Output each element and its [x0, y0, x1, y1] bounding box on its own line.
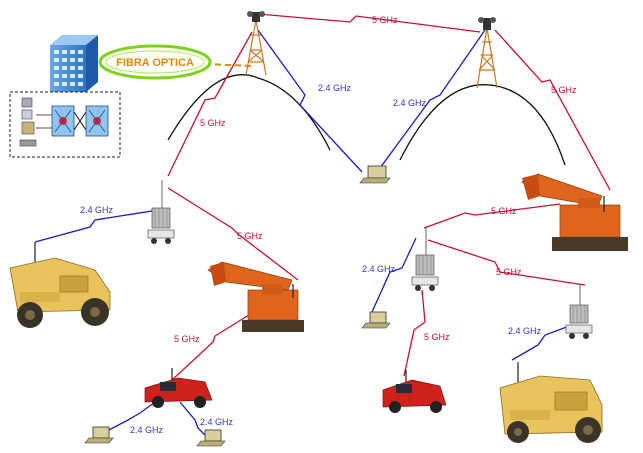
label-tower1-trailer: 5 GHz	[200, 118, 226, 128]
link-trailer-center-laptop	[371, 237, 417, 313]
antenna-trailer-center	[411, 228, 439, 291]
link-trailer-center-pickup	[403, 289, 426, 377]
links-5ghz	[167, 13, 611, 381]
link-pickup-laptop2	[179, 401, 211, 441]
link-tower1-trailer-left	[167, 31, 253, 177]
tower-right	[476, 17, 498, 89]
label-tower1-laptop: 2.4 GHz	[318, 83, 352, 93]
laptop-icon-center-low	[361, 311, 391, 329]
label-trailer-right-truck: 2.4 GHz	[508, 326, 542, 336]
laptop-icon-center	[359, 165, 391, 184]
control-building	[50, 35, 98, 92]
label-tower2-shovel: 5 GHz	[551, 85, 577, 95]
link-towers	[257, 13, 481, 33]
label-trailer-truck: 2.4 GHz	[80, 205, 114, 215]
shovel-right	[521, 173, 628, 251]
links-24ghz	[34, 29, 573, 441]
antenna-trailer-left	[147, 180, 175, 244]
label-trailer-shovel: 5 GHz	[237, 231, 263, 241]
haul-truck-left	[9, 242, 111, 328]
laptop-icon-bottom-2	[196, 429, 226, 447]
link-trailer-left-truck	[34, 209, 159, 243]
router-icon	[85, 105, 109, 137]
link-trailer-right-truck	[511, 324, 573, 361]
label-pickup-laptop2: 2.4 GHz	[200, 417, 234, 427]
fiber-optic-badge: FIBRA OPTICA	[98, 44, 212, 80]
server-icon	[19, 97, 37, 147]
server-room-box	[9, 91, 121, 158]
label-pickup-laptop1: 2.4 GHz	[130, 425, 164, 435]
pickup-left	[144, 368, 213, 408]
laptop-icon-bottom-1	[84, 426, 114, 444]
link-trailer-left-shovel	[167, 187, 299, 281]
antenna-trailer-right	[565, 285, 593, 339]
label-trailer-center-laptop: 2.4 GHz	[362, 264, 396, 274]
label-tower2-laptop: 2.4 GHz	[393, 98, 427, 108]
fiber-optic-label: FIBRA OPTICA	[116, 57, 194, 69]
link-shovel-right-trailer-center	[423, 203, 561, 229]
shovel-left	[207, 261, 304, 332]
pickup-center	[382, 370, 447, 413]
link-tower2-shovel-right	[494, 29, 611, 191]
link-shovel-left-pickup	[171, 301, 271, 381]
label-shovel-trailer-center: 5 GHz	[491, 206, 517, 216]
hill-right	[399, 84, 566, 166]
link-trailer-center-trailer-right	[427, 239, 586, 286]
label-trailer-center-trailer-right: 5 GHz	[496, 267, 522, 277]
label-shovel-pickup: 5 GHz	[174, 334, 200, 344]
link-tower1-laptop	[257, 29, 363, 173]
switch-icon	[51, 105, 75, 137]
link-labels: 5 GHz 2.4 GHz 2.4 GHz 5 GHz 5 GHz 2.4 GH…	[80, 15, 577, 435]
label-trailer-center-pickup: 5 GHz	[424, 332, 450, 342]
haul-truck-right	[499, 362, 603, 443]
hill-left	[167, 74, 331, 151]
label-towers-5ghz: 5 GHz	[372, 15, 398, 25]
fiber-link-line	[204, 63, 253, 67]
link-tower2-laptop	[379, 29, 486, 169]
tower-left	[245, 11, 267, 76]
